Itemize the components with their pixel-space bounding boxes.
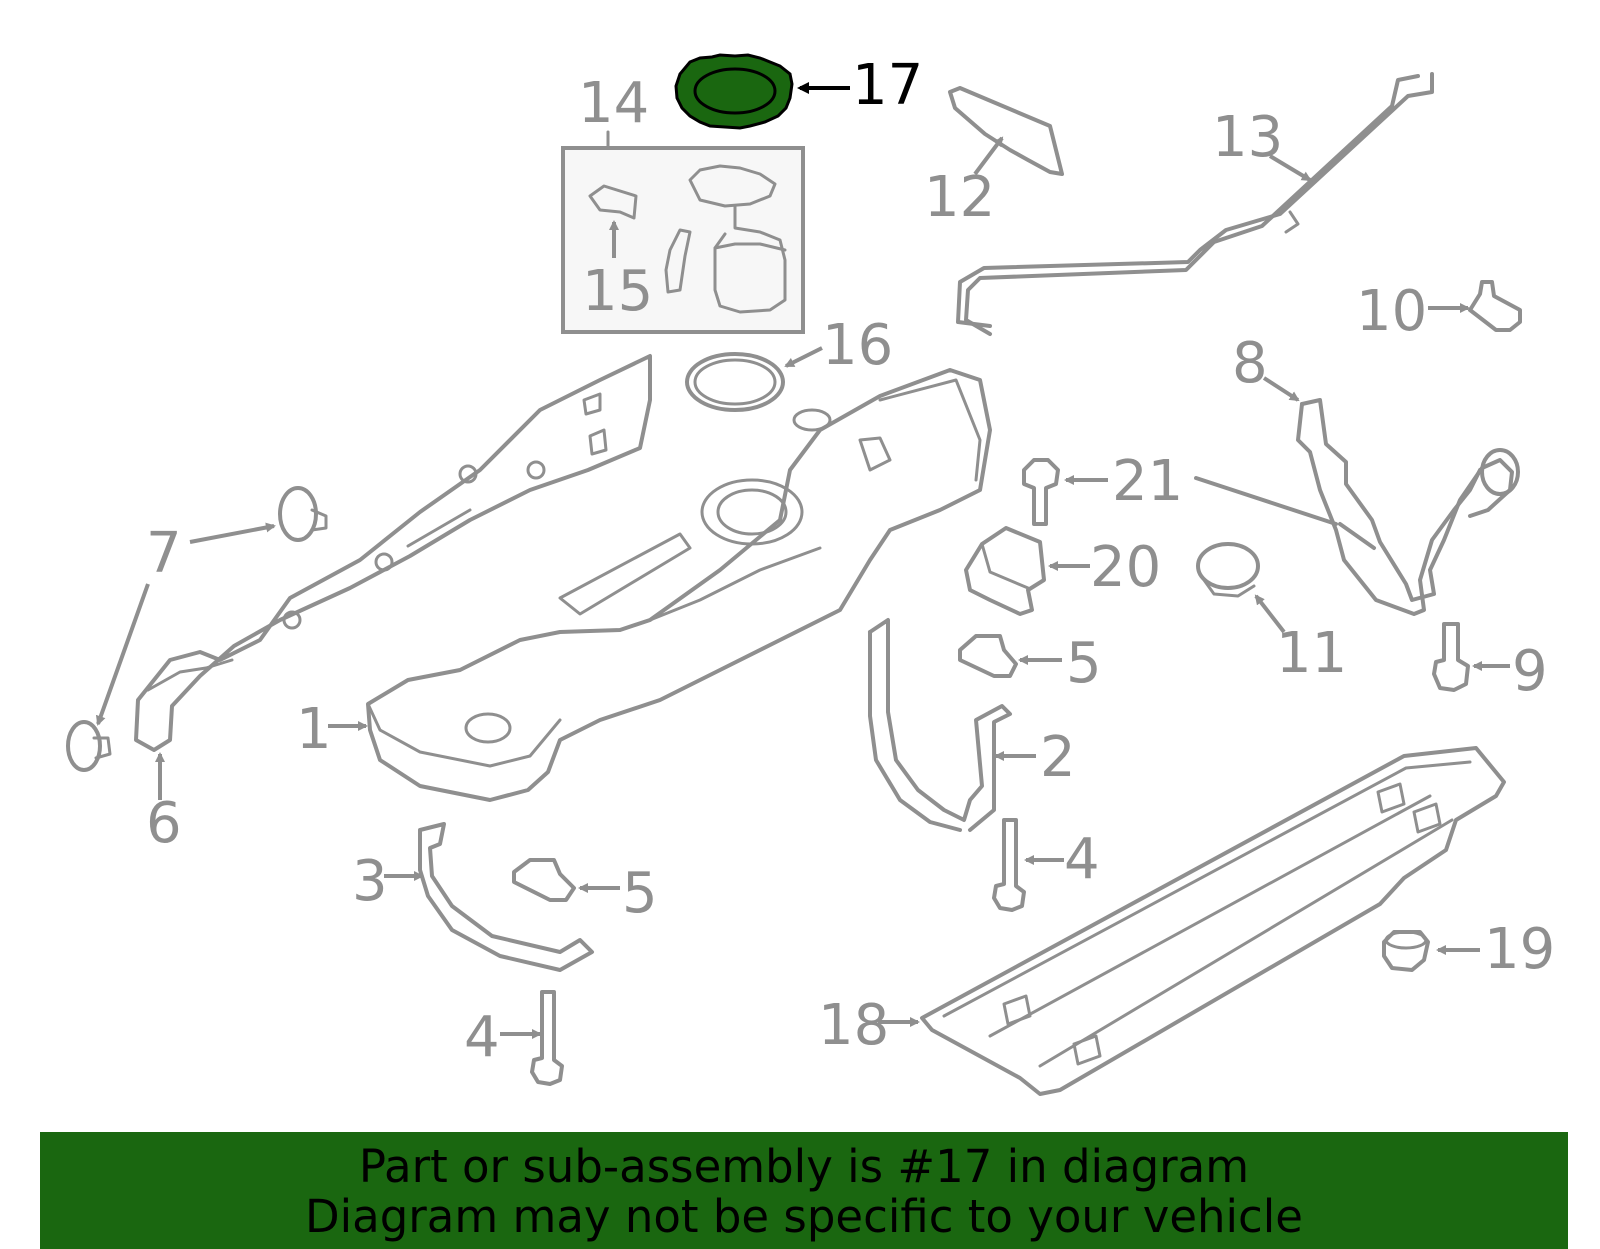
part-10-clip[interactable] — [1468, 280, 1522, 332]
arrow-7a — [189, 522, 276, 544]
callout-21: 21 — [1112, 449, 1183, 514]
callout-19: 19 — [1484, 917, 1555, 982]
callout-10: 10 — [1356, 279, 1427, 344]
callout-12: 12 — [924, 165, 995, 230]
part-14-fuel-pump-module[interactable] — [561, 130, 805, 334]
part-5-nut-upper[interactable] — [958, 634, 1018, 678]
callout-4-left: 4 — [464, 1005, 500, 1070]
part-3-strap[interactable] — [418, 822, 594, 972]
callout-15: 15 — [582, 259, 653, 324]
part-21-bolt[interactable] — [1022, 458, 1060, 526]
part-11-clamp[interactable] — [1196, 542, 1260, 598]
callout-5-lower: 5 — [622, 861, 658, 926]
part-1-fuel-tank[interactable] — [366, 368, 992, 802]
part-6-bracket[interactable] — [134, 354, 652, 752]
arrow-8 — [1262, 376, 1300, 402]
callout-1: 1 — [296, 697, 332, 762]
part-12-heat-shield[interactable] — [948, 86, 1064, 176]
callout-4-right: 4 — [1064, 827, 1100, 892]
callout-14: 14 — [578, 71, 649, 136]
part-16-gasket[interactable] — [685, 352, 785, 412]
callout-3: 3 — [352, 849, 388, 914]
banner-line-1: Part or sub-assembly is #17 in diagram — [358, 1140, 1250, 1193]
info-banner: Part or sub-assembly is #17 in diagram D… — [40, 1132, 1568, 1249]
callout-18: 18 — [818, 993, 889, 1058]
part-7-push-pin-lower[interactable] — [66, 720, 112, 772]
callout-7: 7 — [146, 521, 182, 586]
part-18-skid-plate[interactable] — [920, 746, 1506, 1096]
arrow-12 — [973, 136, 1004, 176]
part-13-vent-tube[interactable] — [956, 72, 1434, 336]
callout-6: 6 — [146, 791, 182, 856]
part-2-strap[interactable] — [868, 618, 1012, 832]
callout-13: 13 — [1212, 105, 1283, 170]
arrow-7b — [95, 583, 150, 726]
part-19-nut[interactable] — [1382, 930, 1430, 972]
part-15-seal-clip[interactable] — [588, 184, 638, 220]
part-5-nut-lower[interactable] — [512, 858, 576, 902]
part-9-bolt[interactable] — [1432, 622, 1470, 692]
callout-20: 20 — [1090, 535, 1161, 600]
banner-line-2: Diagram may not be specific to your vehi… — [305, 1190, 1303, 1243]
part-20-sensor[interactable] — [964, 526, 1046, 616]
callout-2: 2 — [1040, 725, 1076, 790]
part-17-lock-ring[interactable] — [674, 53, 794, 130]
arrow-13 — [1268, 154, 1312, 182]
arrow-16 — [784, 346, 823, 368]
part-8-filler-pipe[interactable] — [1194, 398, 1520, 616]
callout-8: 8 — [1232, 331, 1268, 396]
part-4-bolt-right[interactable] — [992, 818, 1026, 912]
part-4-bolt-left[interactable] — [530, 990, 564, 1086]
callout-17: 17 — [852, 53, 923, 118]
arrow-11 — [1254, 594, 1286, 634]
callout-9: 9 — [1512, 639, 1548, 704]
callout-11: 11 — [1276, 621, 1347, 686]
part-7-push-pin-upper[interactable] — [278, 486, 328, 542]
callout-16: 16 — [822, 313, 893, 378]
callout-5-upper: 5 — [1066, 631, 1102, 696]
